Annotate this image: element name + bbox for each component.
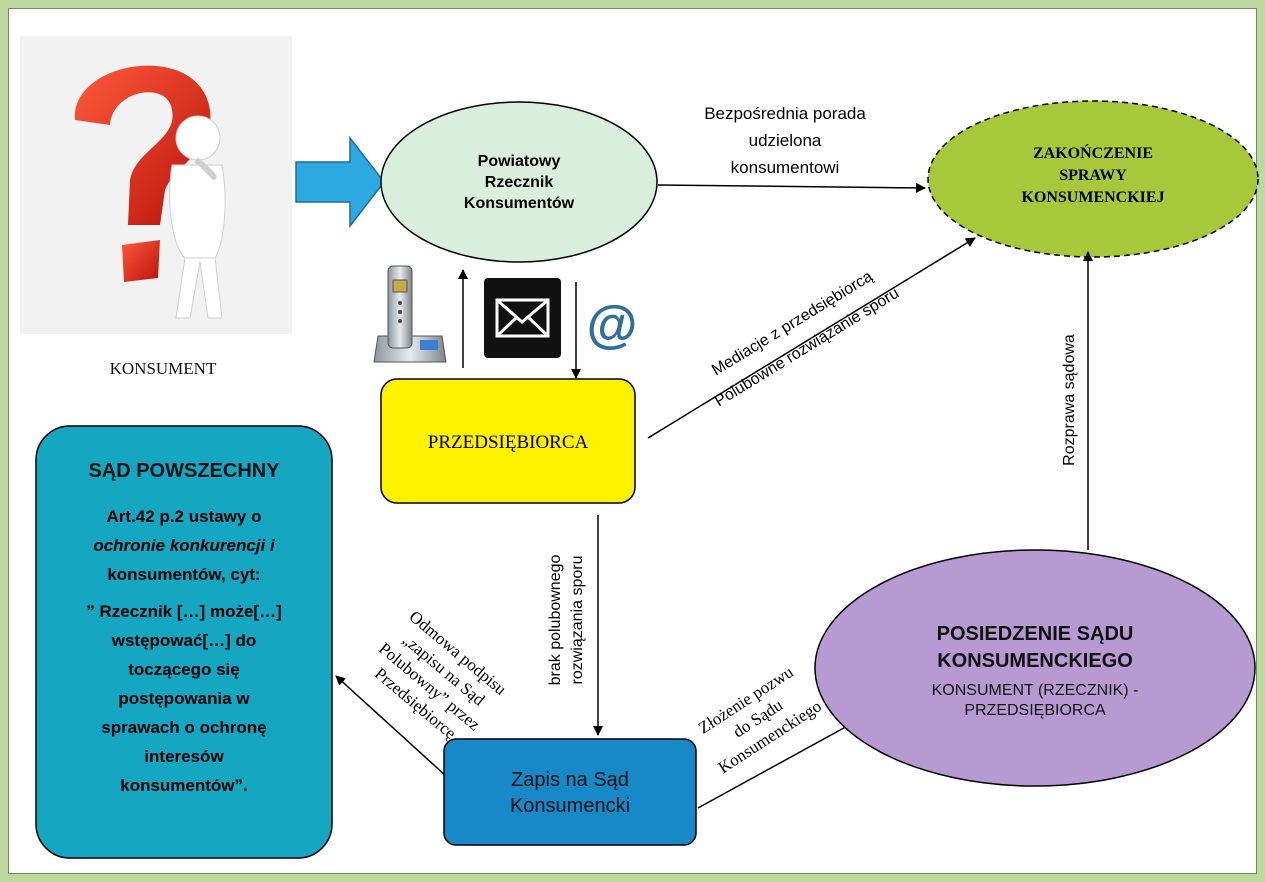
sad-powszechny-box [35, 425, 333, 859]
brak-label-2: rozwiązania sporu [569, 556, 586, 685]
consumer-illustration [20, 36, 292, 334]
sad-powszechny-title: SĄD POWSZECHNY [88, 460, 280, 482]
zakonczenie-ellipse [927, 100, 1259, 258]
porada-label-3: konsumentowi [731, 158, 840, 177]
zakonczenie-line-3: KONSUMENCKIEJ [1021, 189, 1164, 206]
sad-body-line-9: interesów [144, 747, 224, 766]
posiedzenie-node: POSIEDZENIE SĄDU KONSUMENCKIEGO KONSUMEN… [814, 549, 1256, 787]
przedsiebiorca-box [380, 378, 636, 504]
rzecznik-node: Powiatowy Rzecznik Konsumentów [380, 101, 658, 263]
zlozenie-arrow [697, 717, 863, 809]
question-mark-person-icon [74, 65, 226, 319]
przedsiebiorca-label: PRZEDSIĘBIORCA [428, 432, 589, 453]
sad-body-line-3: konsumentów, cyt: [107, 565, 260, 584]
sad-body-line-6: toczącego się [128, 660, 240, 679]
zapis-box [443, 738, 697, 846]
envelope-icon [484, 278, 561, 358]
posiedzenie-title-1: POSIEDZENIE SĄDU [937, 623, 1134, 645]
at-sign-icon: @ [587, 296, 638, 354]
zakonczenie-line-1: ZAKOŃCZENIE [1033, 143, 1153, 162]
consumer-to-rzecznik-arrow [295, 135, 385, 229]
zakonczenie-line-2: SPRAWY [1059, 167, 1127, 184]
rzecznik-ellipse [380, 101, 658, 263]
posiedzenie-title-2: KONSUMENCKIEGO [937, 650, 1133, 672]
sad-body-line-1: Art.42 p.2 ustawy o [107, 507, 262, 526]
posiedzenie-ellipse [814, 549, 1256, 787]
rzecznik-line-3: Konsumentów [464, 195, 575, 212]
rzecznik-line-2: Rzecznik [485, 174, 554, 191]
sad-body-line-5: wstępować[…] do [111, 631, 257, 650]
zapis-node: Zapis na Sąd Konsumencki [443, 738, 697, 846]
sad-body-line-10: konsumentów”. [120, 776, 248, 795]
odmowa-arrow [335, 675, 447, 777]
porada-label-2: udzielona [749, 131, 822, 150]
rozprawa-label: Rozprawa sądowa [1061, 334, 1078, 466]
przedsiebiorca-node: PRZEDSIĘBIORCA [380, 378, 636, 504]
consumer-label: KONSUMENT [110, 359, 217, 378]
posiedzenie-sub-1: KONSUMENT (RZECZNIK) - [932, 682, 1139, 699]
sad-body-line-7: postępowania w [118, 689, 250, 708]
zapis-line-1: Zapis na Sąd [511, 769, 629, 791]
zakonczenie-node: ZAKOŃCZENIE SPRAWY KONSUMENCKIEJ [927, 100, 1259, 258]
mediacje-arrow [647, 237, 976, 439]
posiedzenie-sub-2: PRZEDSIĘBIORCA [964, 702, 1106, 719]
sad-body-line-8: sprawach o ochronę [101, 718, 266, 737]
zapis-line-2: Konsumencki [510, 795, 630, 817]
porada-label-1: Bezpośrednia porada [704, 104, 866, 123]
cordless-phone-icon [373, 265, 447, 363]
sad-powszechny-node: SĄD POWSZECHNY Art.42 p.2 ustawy o ochro… [35, 425, 333, 859]
sad-body-line-2: ochronie konkurencji i [93, 536, 276, 555]
sad-body-line-4: ” Rzecznik […] może[…] [86, 602, 282, 621]
rzecznik-line-1: Powiatowy [478, 153, 561, 170]
brak-label-1: brak polubownego [547, 555, 564, 686]
porada-arrow [657, 182, 926, 193]
